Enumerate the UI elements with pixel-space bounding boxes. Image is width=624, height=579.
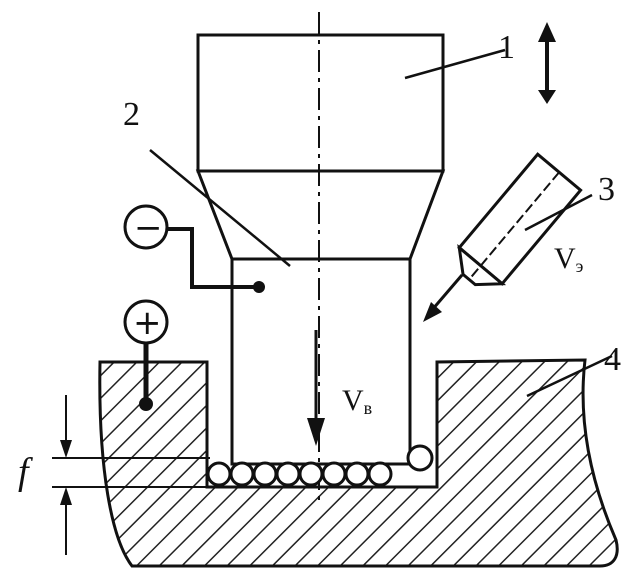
nozzle	[457, 152, 583, 287]
leader-3	[524, 193, 593, 232]
negative-wire	[167, 227, 258, 289]
positive-sign: +	[133, 303, 162, 343]
electrolyte-arrow-shaft	[430, 274, 464, 311]
negative-contact	[253, 281, 265, 293]
label-2: 2	[123, 96, 140, 133]
label-1: 1	[498, 29, 515, 66]
reciprocation-arrow-up	[538, 22, 556, 42]
gap-particles	[206, 444, 434, 487]
leader-4	[526, 354, 613, 398]
gap-arrow-bottom-head	[60, 487, 72, 505]
workpiece	[98, 358, 619, 568]
label-4: 4	[604, 341, 621, 378]
reciprocation-arrow-down	[538, 90, 556, 104]
electrolyte-velocity-label: Vэ	[554, 242, 584, 276]
gap-label: f	[18, 451, 33, 493]
label-3: 3	[598, 171, 615, 208]
negative-sign: −	[134, 208, 163, 248]
feed-velocity-label: Vв	[342, 384, 372, 418]
positive-contact	[139, 397, 153, 411]
feed-arrow-head	[307, 418, 325, 446]
electrolyte-arrow-head	[423, 302, 442, 322]
leader-2	[149, 149, 291, 267]
electrode-tool	[196, 33, 445, 173]
gap-arrow-top-head	[60, 440, 72, 458]
leader-1	[404, 48, 506, 80]
tool-taper	[195, 169, 446, 261]
